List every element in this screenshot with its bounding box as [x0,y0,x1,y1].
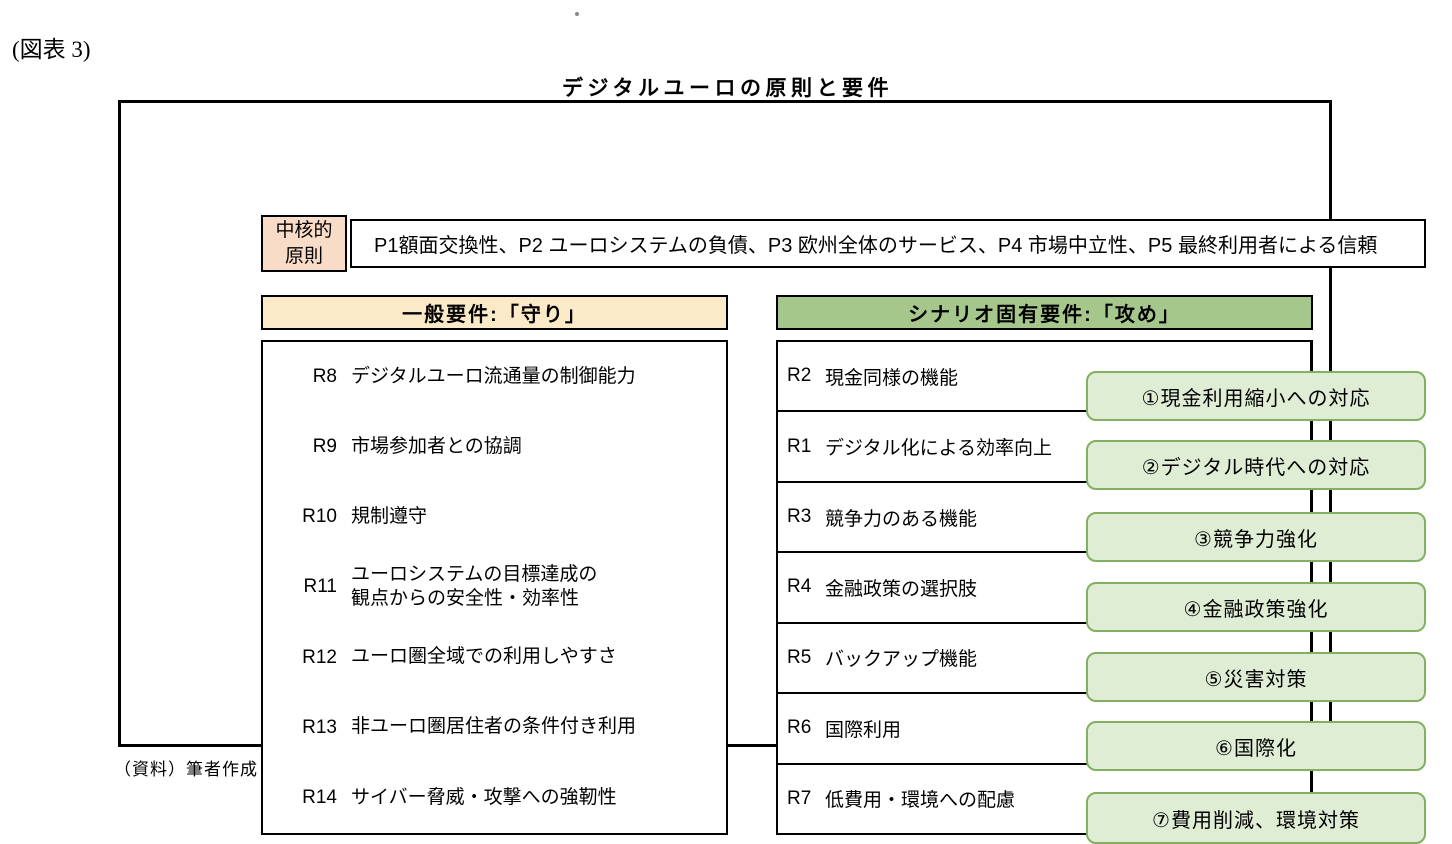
requirement-text: 国際利用 [825,719,902,741]
general-requirements-list: R8 デジタルユーロ流通量の制御能力 R9 市場参加者との協調 R10 規制遵守… [261,340,728,835]
requirement-id: R7 [787,787,812,809]
requirement-id: R4 [787,576,812,598]
requirement-text: サイバー脅威・攻撃への強靭性 [351,786,617,808]
scenario-requirement-row: R4 金融政策の選択肢 [778,553,1310,624]
scenario-requirements-header: シナリオ固有要件:「攻め」 [776,295,1313,330]
general-requirement-row: R11 ユーロシステムの目標達成の 観点からの安全性・効率性 [263,552,726,622]
requirement-id: R5 [787,646,812,668]
requirement-text: 現金同様の機能 [825,367,959,389]
goal-box-internationalize: ⑥国際化 [1086,721,1426,771]
requirement-text: 市場参加者との協調 [351,435,522,457]
requirement-text: ユーロ圏全域での利用しやすさ [351,646,617,668]
goal-box-cash-decline: ①現金利用縮小への対応 [1086,371,1426,421]
requirement-text: ユーロシステムの目標達成の 観点からの安全性・効率性 [351,563,598,610]
requirement-text: バックアップ機能 [825,649,978,671]
requirement-text: 低費用・環境への配慮 [825,790,1016,812]
general-requirement-row: R12 ユーロ圏全域での利用しやすさ [263,623,726,693]
requirement-id: R11 [303,576,337,598]
source-note: （資料）筆者作成 [114,760,258,779]
scenario-requirement-row: R6 国際利用 [778,694,1310,765]
general-requirement-row: R10 規制遵守 [263,482,726,552]
requirement-id: R10 [302,506,337,528]
general-requirement-row: R14 サイバー脅威・攻撃への強靭性 [263,763,726,833]
goal-box-monetary-policy: ④金融政策強化 [1086,582,1426,632]
goal-box-competitiveness: ③競争力強化 [1086,512,1426,562]
requirement-id: R12 [302,646,337,668]
requirement-id: R9 [312,436,337,458]
requirement-id: R13 [302,716,337,738]
core-principles-text: P1額面交換性、P2 ユーロシステムの負債、P3 欧州全体のサービス、P4 市場… [350,219,1426,268]
requirement-text: 規制遵守 [351,506,428,527]
stray-dot [575,12,579,16]
requirement-id: R6 [787,717,812,739]
requirement-id: R8 [312,366,337,388]
diagram-frame: 中核的 原則 P1額面交換性、P2 ユーロシステムの負債、P3 欧州全体のサービ… [118,100,1426,844]
general-requirement-row: R13 非ユーロ圏居住者の条件付き利用 [263,693,726,763]
requirement-text: 金融政策の選択肢 [825,578,978,600]
requirement-id: R1 [787,435,812,457]
scenario-requirement-row: R5 バックアップ機能 [778,624,1310,695]
core-principles-label: 中核的 原則 [261,215,347,272]
requirement-text: デジタル化による効率向上 [825,438,1053,460]
requirement-text: 非ユーロ圏居住者の条件付き利用 [351,716,637,738]
goal-box-digital-era: ②デジタル時代への対応 [1086,440,1426,490]
scenario-requirement-row: R3 競争力のある機能 [778,483,1310,554]
requirement-text: デジタルユーロ流通量の制御能力 [351,365,636,387]
scenario-requirement-row: R1 デジタル化による効率向上 [778,412,1310,483]
goal-box-disaster: ⑤災害対策 [1086,652,1426,702]
scenario-requirement-row: R2 現金同様の機能 [778,342,1310,413]
requirement-id: R2 [787,365,812,387]
requirement-id: R3 [787,506,812,528]
general-requirement-row: R8 デジタルユーロ流通量の制御能力 [263,342,726,412]
requirement-id: R14 [302,786,337,808]
figure-label: (図表 3) [12,37,91,62]
goal-box-cost-environment: ⑦費用削減、環境対策 [1086,792,1426,844]
requirement-text: 競争力のある機能 [825,508,978,530]
general-requirements-header: 一般要件:「守り」 [261,295,728,330]
general-requirement-row: R9 市場参加者との協調 [263,412,726,482]
